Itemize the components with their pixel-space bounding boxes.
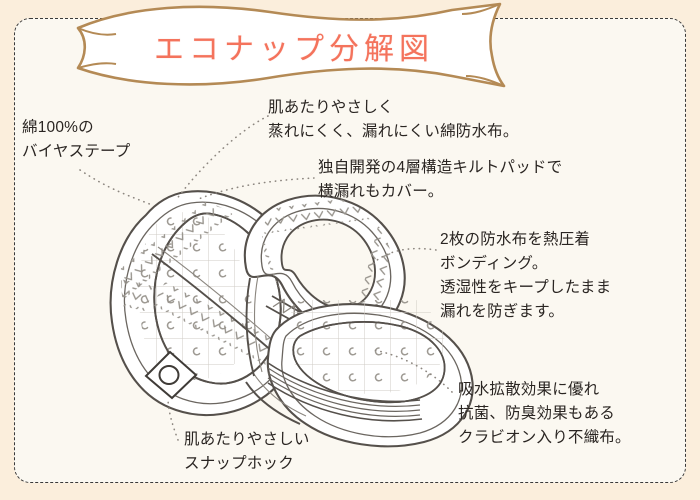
left-stitch-band (120, 199, 238, 312)
center-seam (245, 277, 255, 377)
leader-top-cloth (175, 115, 269, 201)
callout-top-waterproof-cloth: 肌あたりやさしく 蒸れにくく、漏れにくい綿防水布。 (268, 99, 519, 141)
center-strap (245, 373, 307, 425)
leader-bias-tape (79, 169, 153, 206)
callout-bonding: 2枚の防水布を熱圧着 ボンディング。 透湿性をキープしたまま 漏れを防ぎます。 (440, 231, 612, 321)
right-quilt-pad (287, 300, 446, 404)
callout-quilt-pad: 独自開発の4層構造キルトパッドで 横漏れもカバー。 (318, 159, 563, 201)
page-title: エコナップ分解図 (154, 32, 434, 66)
callout-bias-tape: 綿100%の バイヤステープ (22, 119, 131, 161)
callout-snap-hook: 肌あたりやさしい スナップホック (184, 431, 310, 473)
center-seam-2 (253, 275, 263, 373)
callout-non-woven-fabric: 吸水拡散効果に優れ 抗菌、防臭効果もある クラビオン入り不織布。 (458, 381, 631, 447)
leader-non-woven (373, 349, 453, 393)
title-ribbon: エコナップ分解図 (60, 0, 520, 93)
snap-hook-icon (144, 350, 198, 400)
left-stitch-band-lower (152, 281, 285, 376)
leader-lines (79, 115, 453, 441)
ribbon-shape (76, 2, 506, 88)
laminate-layers (267, 362, 423, 422)
